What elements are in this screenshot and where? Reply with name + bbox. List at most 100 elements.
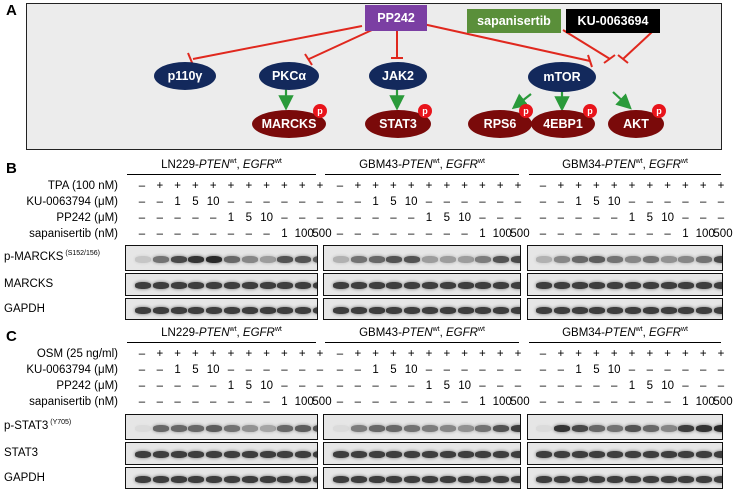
western-band bbox=[696, 424, 713, 432]
lane-value: + bbox=[245, 348, 253, 360]
lane-value: – bbox=[336, 212, 344, 224]
condition-label: TPA (100 nM) bbox=[47, 180, 118, 192]
western-band bbox=[589, 424, 606, 432]
lane-value: + bbox=[514, 180, 522, 192]
lane-value: – bbox=[646, 396, 653, 408]
lane-value: – bbox=[628, 396, 636, 408]
lane-value: – bbox=[628, 196, 636, 208]
gene-egfr: EGFR bbox=[445, 326, 478, 339]
western-band bbox=[295, 282, 312, 289]
gene-egfr: EGFR bbox=[242, 326, 275, 339]
lane-value: 1 bbox=[682, 396, 689, 408]
lane-value: 1 bbox=[227, 212, 235, 224]
western-band bbox=[625, 475, 641, 483]
lane-value: – bbox=[372, 212, 379, 224]
western-band bbox=[625, 306, 641, 314]
western-band bbox=[259, 282, 276, 289]
lane-value: – bbox=[443, 364, 450, 376]
western-band bbox=[135, 451, 151, 458]
lane-value: 10 bbox=[206, 196, 220, 208]
western-band bbox=[475, 475, 492, 483]
lane-value: + bbox=[575, 348, 582, 360]
western-band bbox=[642, 255, 659, 263]
lane-value: – bbox=[138, 180, 146, 192]
lane-value: + bbox=[664, 348, 671, 360]
lane-value: + bbox=[461, 180, 468, 192]
lane-value: – bbox=[209, 396, 217, 408]
western-band bbox=[170, 475, 187, 483]
blot-strip bbox=[125, 467, 318, 489]
gene-status: wt bbox=[680, 158, 688, 165]
blot-strip bbox=[125, 273, 318, 296]
western-band bbox=[224, 424, 240, 432]
lane-value: + bbox=[443, 180, 451, 192]
lane-value: – bbox=[138, 396, 146, 408]
western-band bbox=[368, 475, 385, 483]
lane-value: – bbox=[539, 380, 547, 392]
western-band bbox=[135, 282, 151, 289]
lane-value: 10 bbox=[607, 196, 621, 208]
lane-value: + bbox=[610, 180, 618, 192]
blot-label: GAPDH bbox=[4, 303, 45, 315]
lane-value: – bbox=[227, 396, 235, 408]
western-band bbox=[135, 306, 151, 314]
phospho-site: (S152/156) bbox=[63, 250, 101, 257]
western-band bbox=[277, 282, 294, 289]
lane-value: – bbox=[281, 364, 288, 376]
lane-value: 1 bbox=[425, 380, 433, 392]
lane-value: + bbox=[425, 180, 433, 192]
lane-value: 5 bbox=[646, 212, 653, 224]
western-band bbox=[404, 282, 421, 289]
lane-value: – bbox=[192, 212, 199, 224]
lane-value: – bbox=[610, 228, 618, 240]
lane-value: – bbox=[461, 196, 468, 208]
western-band bbox=[607, 475, 624, 483]
lane-value: – bbox=[336, 380, 344, 392]
lane-value: 1 bbox=[227, 380, 235, 392]
western-band bbox=[152, 255, 169, 263]
western-band bbox=[457, 282, 474, 289]
lane-value: – bbox=[407, 380, 415, 392]
western-band bbox=[607, 451, 624, 458]
western-band bbox=[386, 255, 403, 263]
western-band bbox=[589, 306, 606, 314]
western-band bbox=[224, 255, 240, 263]
western-band bbox=[589, 282, 606, 289]
separator: , bbox=[642, 326, 649, 339]
protein-name: GAPDH bbox=[4, 472, 45, 484]
lane-value: – bbox=[192, 396, 199, 408]
lane-value: – bbox=[699, 364, 707, 376]
gene-pten: PTEN bbox=[198, 326, 230, 339]
lane-value: 10 bbox=[404, 196, 418, 208]
separator: , bbox=[236, 326, 243, 339]
western-band bbox=[206, 255, 223, 263]
lane-value: – bbox=[425, 364, 433, 376]
lane-value: + bbox=[557, 180, 565, 192]
gene-egfr: EGFR bbox=[242, 158, 275, 171]
western-band bbox=[206, 306, 223, 314]
lane-value: + bbox=[281, 180, 288, 192]
western-band bbox=[536, 282, 552, 289]
western-band bbox=[422, 451, 438, 458]
cell-line-title: GBM34-PTENwt, EGFRwt bbox=[527, 326, 723, 339]
lane-value: + bbox=[372, 348, 379, 360]
lane-value: – bbox=[174, 380, 181, 392]
western-band bbox=[475, 282, 492, 289]
ku-drug-box: KU-0063694 bbox=[566, 9, 660, 33]
western-band bbox=[696, 475, 713, 483]
lane-value: – bbox=[354, 380, 361, 392]
blot-strip bbox=[527, 273, 723, 296]
lane-value: – bbox=[156, 380, 163, 392]
phospho-badge-4ebp1: p bbox=[583, 104, 597, 118]
marcks-node: MARCKS bbox=[252, 110, 326, 138]
lane-value: – bbox=[316, 364, 324, 376]
pp242-drug-box: PP242 bbox=[365, 5, 427, 31]
lane-value: – bbox=[245, 228, 252, 240]
lane-value: – bbox=[227, 228, 235, 240]
lane-value: 500 bbox=[510, 396, 530, 408]
lane-value: – bbox=[496, 212, 504, 224]
lane-value: 1 bbox=[372, 364, 379, 376]
protein-name: MARCKS bbox=[4, 278, 54, 290]
lane-value: – bbox=[407, 228, 415, 240]
western-band bbox=[333, 424, 349, 432]
